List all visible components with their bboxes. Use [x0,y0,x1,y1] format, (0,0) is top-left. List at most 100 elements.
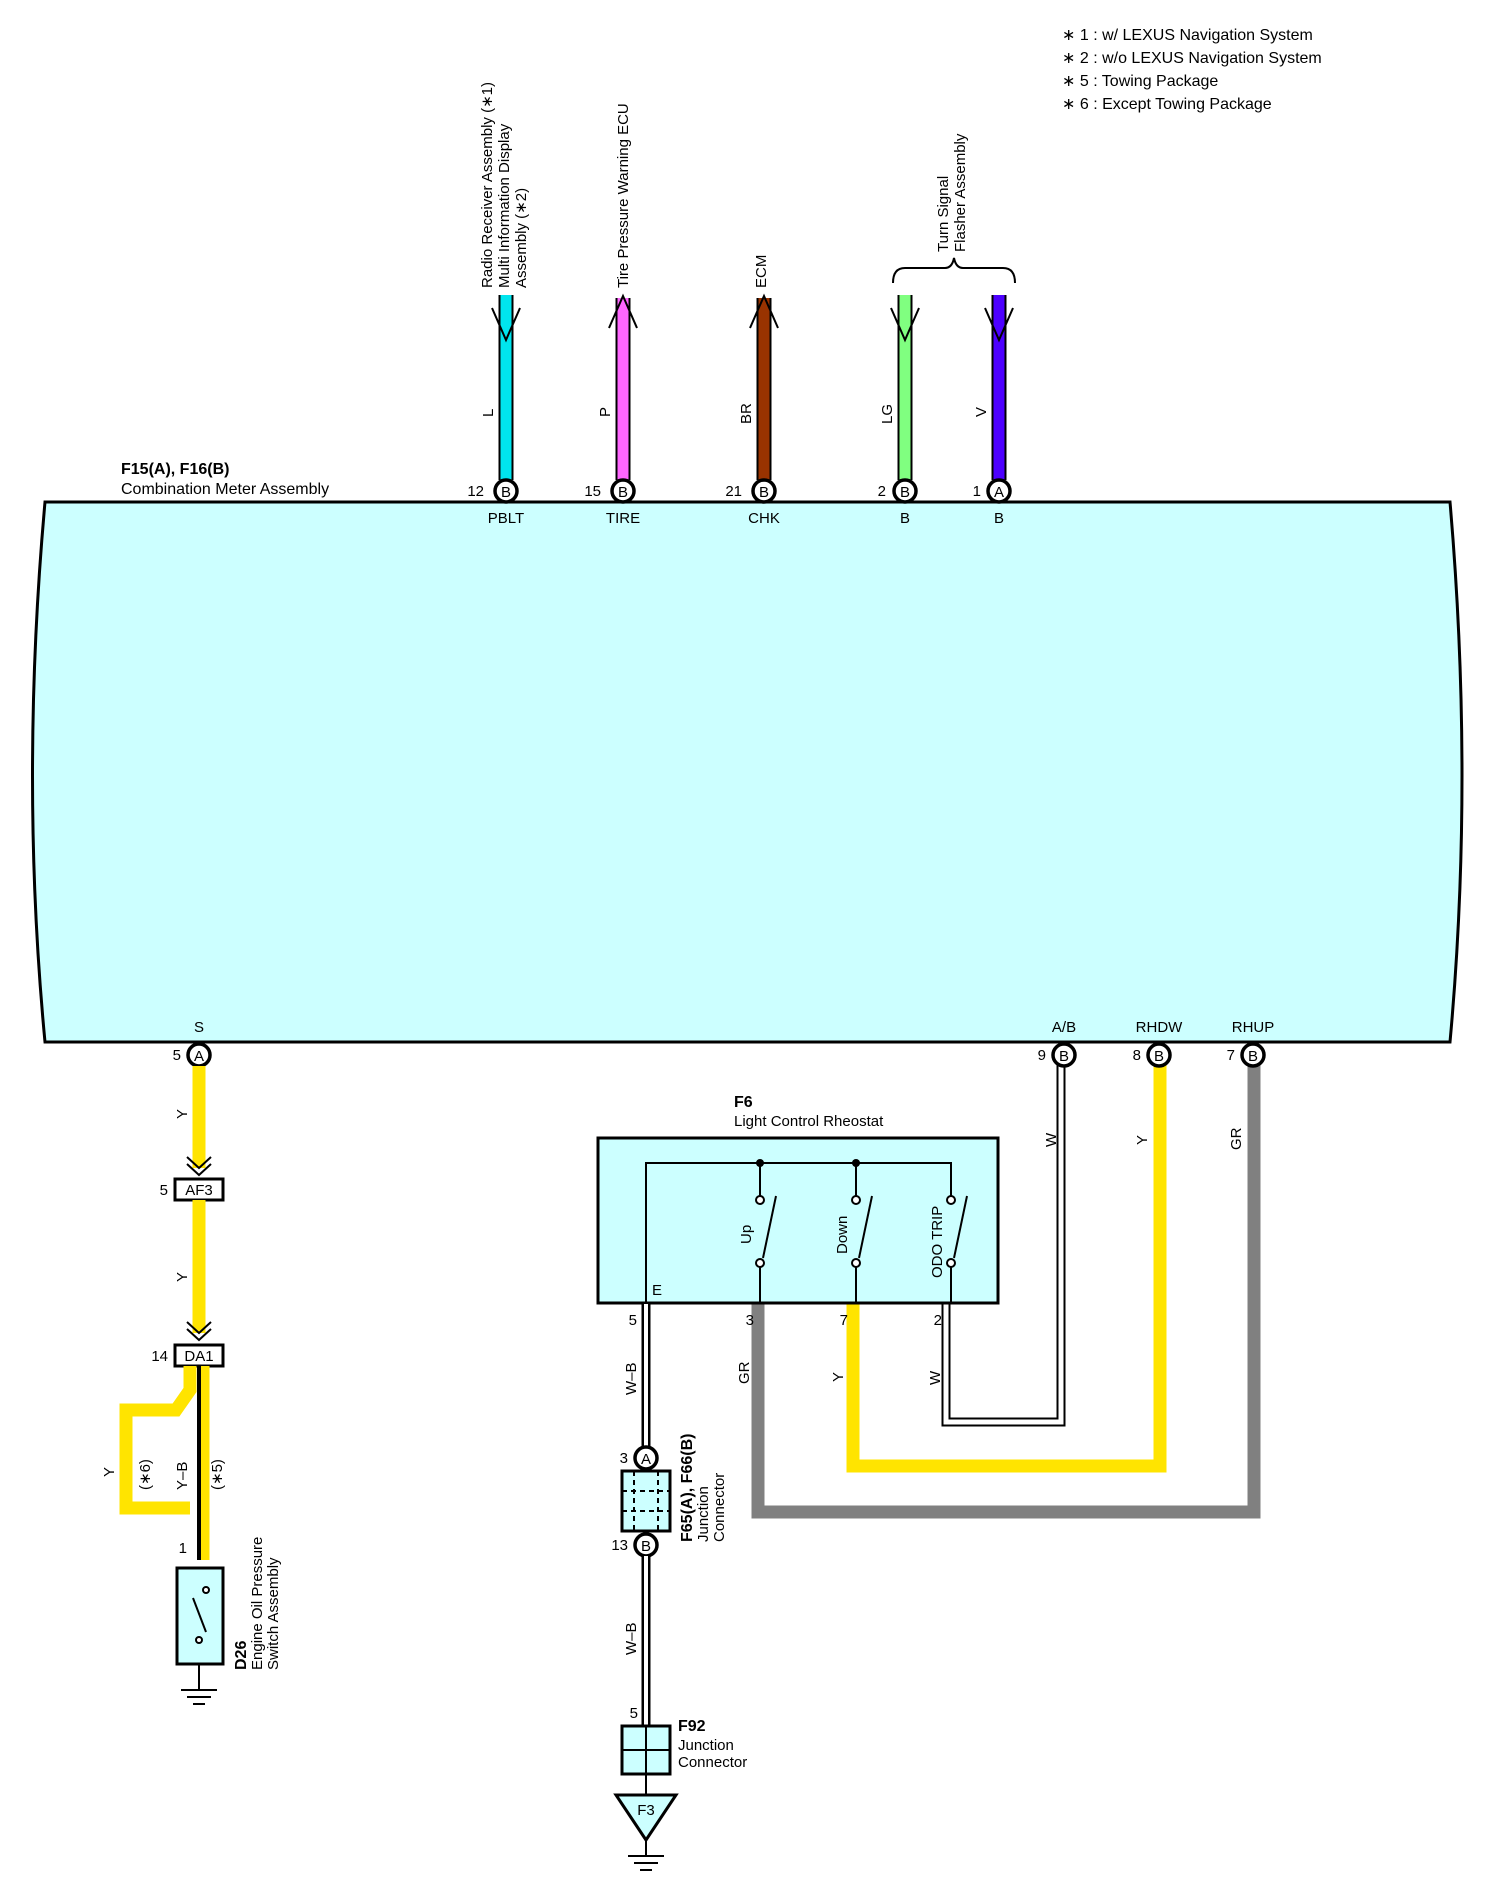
switch-terminal-icon [946,1258,956,1268]
svg-text:B: B [1154,1048,1164,1065]
pin-number: 3 [746,1312,754,1329]
wire-color-label: GR [1228,1127,1245,1150]
svg-text:B: B [641,1538,651,1555]
junction1-name-line1: Junction [695,1486,712,1542]
switch-contact-icon [953,1195,968,1259]
light-control-rheostat: F6 Light Control Rheostat Up Down ODO TR… [596,1094,1000,1329]
pin-connector: B 12 PBLT [467,478,524,527]
pin-number: 5 [629,1312,637,1329]
pin-number: 8 [1133,1047,1141,1064]
wire-y [846,1060,1167,1473]
pin-number: 13 [611,1537,628,1554]
destination-labels: Radio Receiver Assembly (∗1) Multi Infor… [479,82,1016,288]
junction2-code: F92 [678,1718,706,1735]
rheostat-box [596,1136,1000,1305]
svg-text:B: B [501,484,511,501]
junction2-name-line2: Connector [678,1754,747,1771]
pin-number: 1 [973,483,981,500]
arrow-in-icon [984,307,1014,343]
note-4: ∗ 6 : Except Towing Package [1062,96,1272,113]
switch-terminal-icon [946,1195,956,1205]
svg-text:B: B [618,484,628,501]
wire-color-label: W–B [623,1622,640,1655]
wire-color-label: W–B [623,1362,640,1395]
combination-meter-box [31,500,1464,1044]
turn-signal-brace [892,257,1016,284]
connector-arrow-icon [186,1321,212,1335]
main-assembly-code: F15(A), F16(B) [121,461,229,478]
dest-turn-signal-line2: Flasher Assembly [952,133,969,252]
terminal-name: B [900,510,910,527]
pin-connector: RHDW B 8 [1133,1019,1183,1068]
ground-icon [181,1689,217,1705]
connector-arrow-icon [186,1163,212,1177]
switch-terminal-icon [755,1258,765,1268]
dest-ecm: ECM [753,255,770,288]
dest-turn-signal-line1: Turn Signal [935,176,952,252]
wire-color-label: Y [830,1372,847,1382]
dest-radio-line1: Radio Receiver Assembly (∗1) [479,82,496,288]
terminal-name: CHK [748,510,780,527]
wire-color-label: Y–B [174,1462,191,1490]
junction-connector-box [620,1469,672,1533]
switch-code: D26 [233,1641,250,1670]
arrow-out-icon [749,293,779,329]
wire-color-label: Y [101,1467,118,1477]
ground-label: F3 [637,1802,655,1819]
junction-dot [852,1159,860,1167]
pin-connector: B 15 TIRE [584,478,640,527]
wire-color-label: GR [736,1361,753,1384]
wire-gr [751,1060,1261,1519]
connector-arrow-icon [186,1328,212,1342]
pin-connector: A 1 B [973,478,1012,527]
switch-contact-icon [762,1195,777,1259]
connector-arrow-icon [186,1156,212,1170]
wire-color-label: V [973,407,990,417]
pin-number: 2 [934,1312,942,1329]
ground-path: W–B A 3 B 13 F65(A), F66(B) Junction Con… [611,1304,747,1871]
junction1-code: F65(A), F66(B) [679,1434,696,1542]
note-1: ∗ 1 : w/ LEXUS Navigation System [1062,27,1313,44]
top-pins: B 12 PBLT B 15 TIRE B 21 CHK B 2 B A 1 B [467,478,1012,527]
terminal-name: TIRE [606,510,640,527]
pin-number: 5 [160,1182,168,1199]
arrow-in-icon [491,307,521,343]
dest-radio-line3: Assembly (∗2) [513,188,530,288]
pin-connector: A/B B 9 [1038,1019,1077,1068]
terminal-name: B [994,510,1004,527]
terminal-name: RHDW [1136,1019,1183,1036]
terminal-name: RHUP [1232,1019,1275,1036]
switch-contact-icon [192,1597,207,1633]
arrow-out-icon [608,293,638,329]
svg-text:A: A [194,1048,204,1065]
wire-color-label: W [1043,1132,1060,1147]
switch-contact-icon [858,1195,873,1259]
switch-terminal-icon [202,1586,210,1594]
pin-number: 5 [630,1705,638,1722]
switch-terminal-icon [851,1195,861,1205]
svg-text:B: B [900,484,910,501]
terminal-name: S [194,1019,204,1036]
wire-color-label: P [597,407,614,417]
switch-terminal-icon [195,1636,203,1644]
pin-number: 7 [1227,1047,1235,1064]
wire-color-label: L [480,409,497,417]
switch-name-line1: Engine Oil Pressure [249,1537,266,1670]
top-wires: L P BR LG V [480,293,1014,480]
notes: ∗ 1 : w/ LEXUS Navigation System ∗ 2 : w… [1062,27,1322,113]
terminal-name: A/B [1052,1019,1076,1036]
ground-icon [628,1855,664,1871]
switch-terminal-icon [851,1258,861,1268]
rheostat-bus [645,1162,952,1304]
svg-text:B: B [759,484,769,501]
pin-number: 14 [151,1348,168,1365]
switch-label-up: Up [738,1225,755,1244]
da1-label: DA1 [184,1348,213,1365]
switch-label-down: Down [834,1216,851,1254]
arrow-in-icon [890,307,920,343]
wire-color-label: LG [879,404,896,424]
rheostat-name: Light Control Rheostat [734,1113,884,1130]
pin-number: 7 [840,1312,848,1329]
main-assembly-name: Combination Meter Assembly [121,481,329,498]
